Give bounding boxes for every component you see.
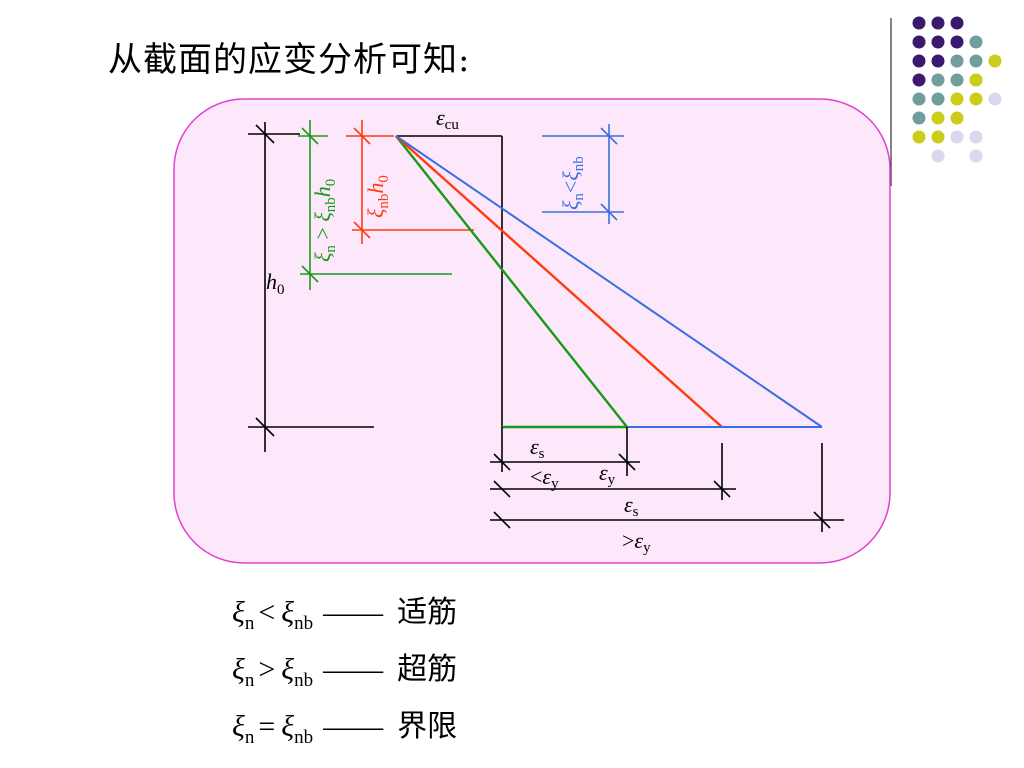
legend-row-balanced: ξn=ξnb——界限 (232, 709, 458, 748)
decor-dot (950, 54, 964, 68)
decor-dot (931, 130, 945, 144)
decor-dot (969, 149, 983, 163)
eps-cu-label: εcu (436, 105, 459, 133)
decor-dot (950, 92, 964, 106)
blue-xi-label: ξn<ξnb (558, 156, 587, 210)
decor-dot (912, 92, 926, 106)
decor-dot (912, 111, 926, 125)
decor-dot (912, 35, 926, 49)
blue-dimension (542, 124, 624, 224)
decor-dot (988, 54, 1002, 68)
decor-dot (950, 73, 964, 87)
decor-dot (931, 54, 945, 68)
decor-dot (950, 111, 964, 125)
decor-dot (969, 73, 983, 87)
decor-dot (969, 130, 983, 144)
decor-dot (950, 130, 964, 144)
decor-dot (988, 92, 1002, 106)
decor-dot (912, 73, 926, 87)
decor-dot (912, 16, 926, 30)
green-strain-line (395, 135, 628, 428)
blue-strain-line (395, 135, 823, 428)
eps-s-label-2: εs (624, 492, 639, 520)
page-title: 从截面的应变分析可知: (108, 40, 471, 80)
decor-dot (931, 35, 945, 49)
decor-dot (931, 111, 945, 125)
lt-eps-y-label: <εy (530, 464, 559, 492)
decor-dot (950, 16, 964, 30)
decor-dot (931, 16, 945, 30)
green-xi-label: ξn > ξnbh0 (310, 179, 339, 262)
decor-dot (931, 73, 945, 87)
eps-s-label-1: εs (530, 434, 545, 462)
decor-dot (912, 130, 926, 144)
diagram-frame (173, 98, 891, 564)
eps-y-label: εy (599, 460, 616, 488)
strain-axes (396, 135, 503, 427)
legend-row-over-reinforced: ξn>ξnb——超筋 (232, 652, 458, 691)
h0-label: h0 (266, 269, 285, 298)
decor-dot (969, 35, 983, 49)
red-strain-line (395, 135, 723, 428)
decor-dot (912, 54, 926, 68)
red-dimension (346, 120, 474, 244)
decor-dot (969, 92, 983, 106)
decor-dot (950, 35, 964, 49)
decor-dot (931, 92, 945, 106)
legend-row-under-reinforced: ξn<ξnb——适筋 (232, 595, 458, 634)
bottom-dimensions (490, 427, 844, 532)
decor-dot (931, 149, 945, 163)
section-dimension-h0 (248, 122, 374, 452)
green-dimension (298, 120, 452, 290)
red-xi-label: ξnbh0 (363, 175, 392, 218)
decor-dot (969, 54, 983, 68)
gt-eps-y-label: >εy (622, 528, 651, 556)
